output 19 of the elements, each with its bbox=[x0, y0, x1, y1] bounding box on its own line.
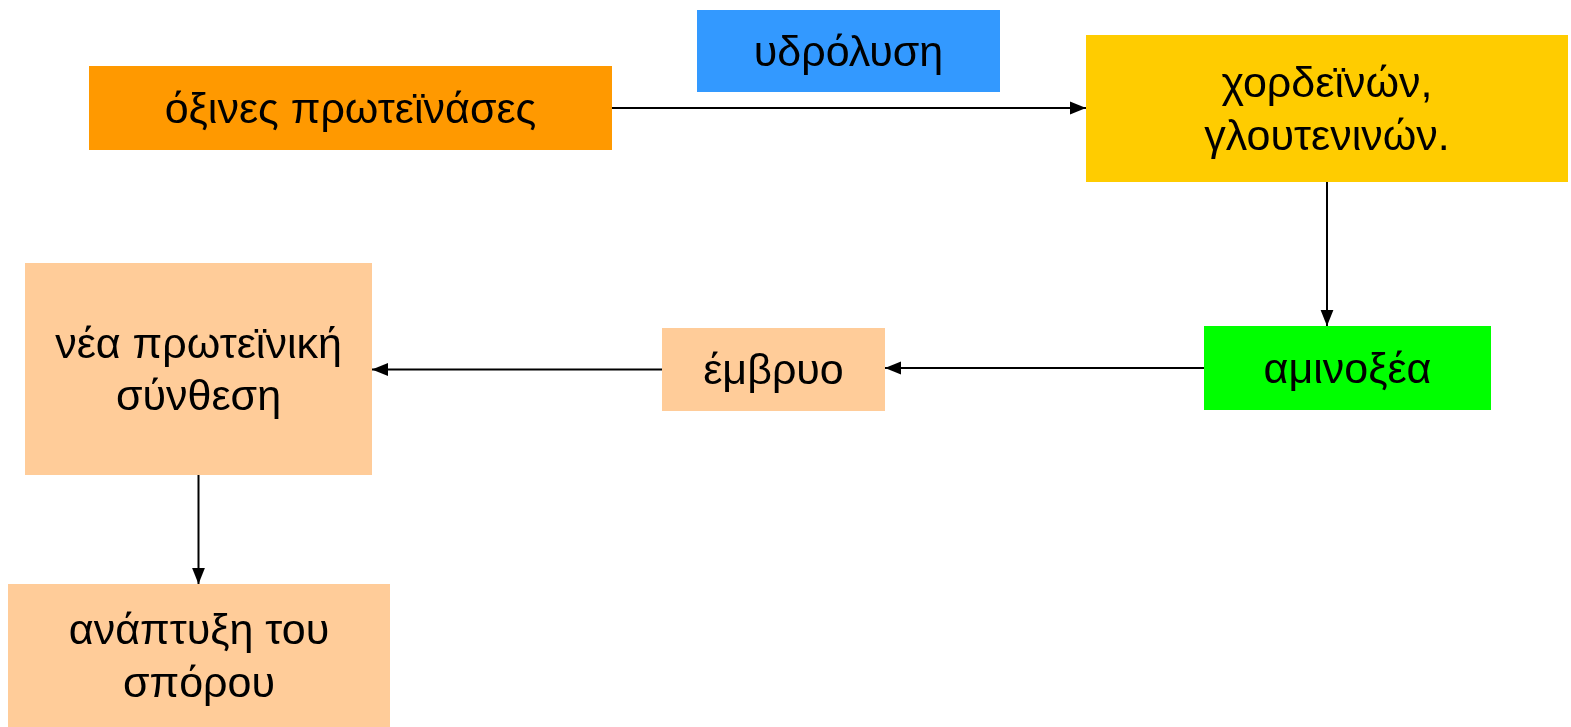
process-box bbox=[1086, 35, 1568, 182]
box-text: ανάπτυξη του σπόρου bbox=[67, 604, 331, 708]
process-box bbox=[25, 263, 372, 475]
arrow bbox=[1320, 181, 1334, 327]
arrow bbox=[884, 361, 1205, 375]
box-text: αμινοξέα bbox=[1263, 342, 1432, 394]
process-box bbox=[1204, 326, 1491, 410]
box-text: υδρόλυση bbox=[753, 25, 944, 77]
box-text: όξινες πρωτεϊνάσες bbox=[164, 82, 537, 134]
box-text: έμβρυο bbox=[703, 344, 844, 396]
box-text: νέα πρωτεϊνική σύνθεση bbox=[54, 317, 343, 421]
process-box bbox=[89, 66, 612, 150]
process-box bbox=[8, 584, 390, 727]
arrow bbox=[192, 474, 205, 585]
process-box bbox=[662, 328, 885, 411]
arrow bbox=[371, 363, 663, 376]
box-text: χορδεϊνών, γλουτενινών. bbox=[1203, 57, 1451, 161]
process-label-box bbox=[697, 10, 1000, 92]
arrow bbox=[611, 101, 1087, 115]
